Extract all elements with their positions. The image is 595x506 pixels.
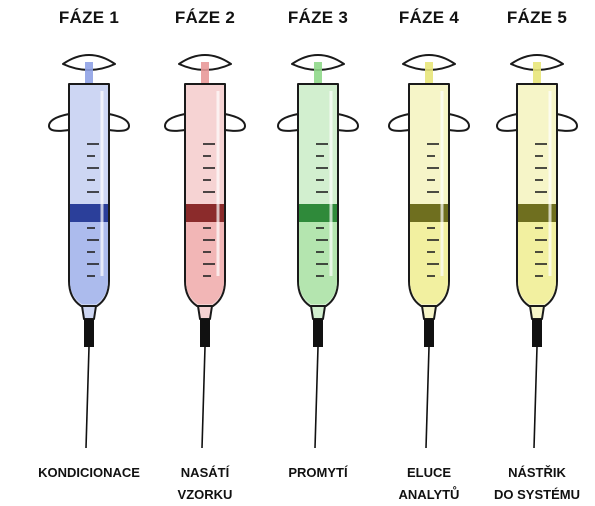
phase-label: KONDICIONACE	[24, 462, 154, 484]
nozzle	[82, 306, 96, 319]
phase-1: FÁZE 1 KONDICIONACE	[34, 0, 144, 506]
phase-label-line1: KONDICIONACE	[24, 462, 154, 484]
syringe-icon	[482, 36, 592, 456]
phase-title: FÁZE 1	[34, 8, 144, 28]
phase-label-line1: NASÁTÍ	[140, 462, 270, 484]
needle	[534, 347, 537, 448]
nozzle	[311, 306, 325, 319]
needle-hub	[200, 319, 210, 347]
needle-hub	[313, 319, 323, 347]
phase-title: FÁZE 2	[150, 8, 260, 28]
phase-label-line1: NÁSTŘIK	[472, 462, 595, 484]
needle	[86, 347, 89, 448]
needle	[202, 347, 205, 448]
syringe-icon	[150, 36, 260, 456]
needle-hub	[532, 319, 542, 347]
phase-5: FÁZE 5 NÁSTŘIK DO SYSTÉMU	[482, 0, 592, 506]
phase-label: NÁSTŘIK DO SYSTÉMU	[472, 462, 595, 506]
phase-3: FÁZE 3 PROMYTÍ	[263, 0, 373, 506]
syringe-icon	[34, 36, 144, 456]
syringe-icon	[263, 36, 373, 456]
phase-label-line2: DO SYSTÉMU	[472, 484, 595, 506]
nozzle	[198, 306, 212, 319]
needle-hub	[84, 319, 94, 347]
phase-4: FÁZE 4 ELUCE ANALYTŮ	[374, 0, 484, 506]
phase-title: FÁZE 5	[482, 8, 592, 28]
needle	[426, 347, 429, 448]
phase-label-line2: VZORKU	[140, 484, 270, 506]
nozzle	[530, 306, 544, 319]
needle-hub	[424, 319, 434, 347]
phase-title: FÁZE 4	[374, 8, 484, 28]
phase-label: NASÁTÍ VZORKU	[140, 462, 270, 506]
phase-title: FÁZE 3	[263, 8, 373, 28]
nozzle	[422, 306, 436, 319]
phase-2: FÁZE 2 NASÁTÍ VZORKU	[150, 0, 260, 506]
syringe-icon	[374, 36, 484, 456]
needle	[315, 347, 318, 448]
